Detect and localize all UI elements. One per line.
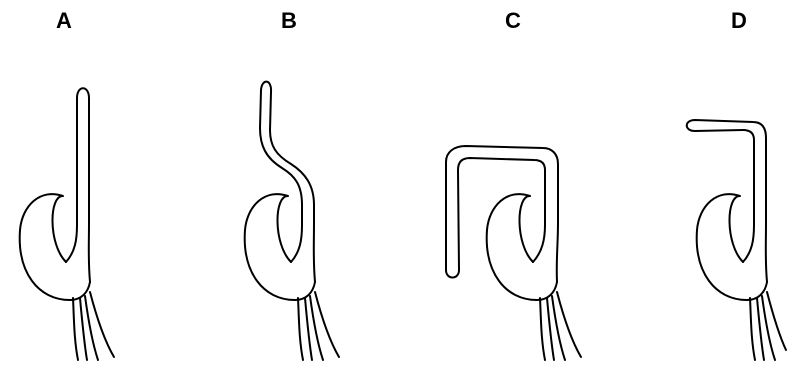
root-d-1 (750, 298, 755, 360)
seed-c (487, 194, 557, 300)
root-b-1 (298, 298, 303, 360)
seedling-c (446, 146, 581, 360)
shoot-b (260, 82, 315, 282)
seedling-b (245, 82, 339, 360)
shoot-c (446, 146, 558, 282)
seedling-d (687, 120, 786, 360)
seed-b (245, 194, 315, 300)
shoot-a (66, 88, 90, 282)
root-d-3 (762, 296, 775, 360)
seed-a (20, 194, 90, 300)
seedling-a (20, 88, 114, 360)
root-c-1 (540, 298, 545, 360)
root-c-3 (552, 296, 565, 360)
seed-d (697, 194, 767, 300)
root-b-3 (310, 296, 323, 360)
root-a-1 (73, 298, 78, 360)
root-a-3 (85, 296, 98, 360)
